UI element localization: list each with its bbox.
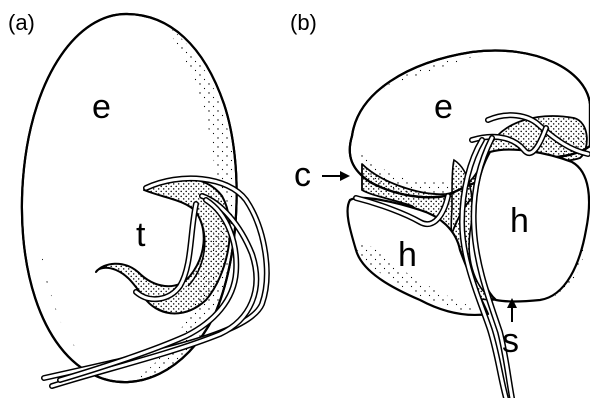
panel-b-label-e: e bbox=[434, 88, 453, 126]
panel-b: (b) bbox=[290, 10, 590, 398]
panel-b-label: (b) bbox=[290, 10, 317, 35]
panel-a-label-e: e bbox=[92, 88, 111, 126]
panel-b-label-c: c bbox=[294, 156, 311, 194]
panel-b-arrow-c bbox=[322, 171, 350, 181]
panel-b-h-right bbox=[475, 150, 589, 302]
panel-a-label-t: t bbox=[136, 216, 146, 254]
panel-a-label: (a) bbox=[8, 10, 35, 35]
panel-b-label-h-left: h bbox=[398, 236, 417, 274]
panel-b-label-s: s bbox=[502, 322, 519, 360]
panel-b-label-h-right: h bbox=[510, 202, 529, 240]
panel-a: (a) e t bbox=[8, 10, 267, 386]
